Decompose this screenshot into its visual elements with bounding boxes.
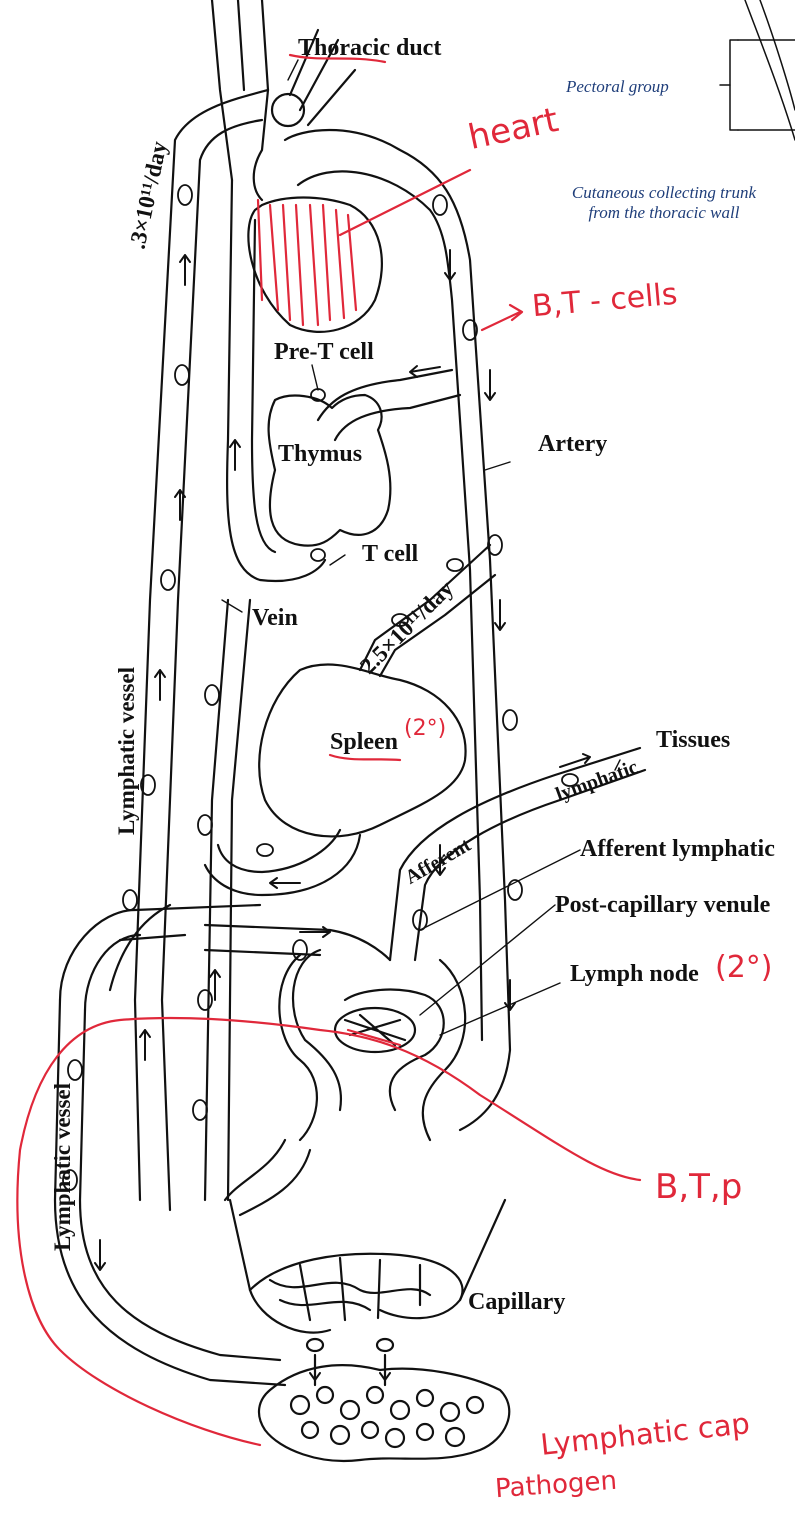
lymphatic-vessel-lower-label: Lymphatic vessel	[51, 1083, 74, 1251]
cutaneous-trunk-line2: from the thoracic wall	[538, 203, 790, 223]
lymphocyte-cells	[63, 185, 578, 1190]
artery-label: Artery	[538, 432, 607, 456]
pre-t-cell-label: Pre-T cell	[274, 340, 374, 364]
pathogen-route-line	[17, 1018, 640, 1445]
tissues-label: Tissues	[656, 728, 730, 752]
heart-pointer-line	[340, 170, 470, 235]
pectoral-group-label: Pectoral group	[566, 77, 669, 97]
lymph-node-2-annotation: (2°)	[715, 953, 773, 983]
bt-p-annotation: B,T,p	[655, 1170, 742, 1204]
thymus-label: Thymus	[278, 442, 362, 466]
thymus-organ	[269, 395, 391, 546]
capillary-label: Capillary	[468, 1290, 565, 1314]
lymph-node-label: Lymph node	[570, 962, 699, 986]
cutaneous-trunk-label: Cutaneous collecting trunk from the thor…	[538, 183, 790, 222]
thoracic-duct-label: Thoracic duct	[298, 36, 441, 60]
lymphatic-vessel-outer	[135, 90, 268, 1210]
vein-label: Vein	[252, 606, 298, 630]
heart-shape	[248, 198, 382, 332]
lymphatic-capillary-cluster	[259, 1339, 509, 1461]
capillary-bed	[230, 1200, 505, 1333]
vein-vessels	[205, 180, 325, 1200]
bt-cells-pointer	[482, 305, 522, 330]
post-capillary-venule-label: Post-capillary venule	[555, 893, 770, 917]
afferent-lymphatic-label: Afferent lymphatic	[580, 837, 775, 861]
spleen-2-annotation: (2°)	[404, 718, 446, 740]
spleen-label: Spleen	[330, 730, 398, 754]
background-anatomy-sketch	[720, 0, 795, 140]
spleen-underline	[330, 755, 400, 760]
lymph-node-underline	[348, 1030, 400, 1045]
lymphatic-vessel-lower	[55, 905, 285, 1385]
t-cell-label: T cell	[362, 542, 418, 566]
cutaneous-trunk-line1: Cutaneous collecting trunk	[538, 183, 790, 203]
lymphatic-vessel-upper-label: Lymphatic vessel	[115, 667, 138, 835]
